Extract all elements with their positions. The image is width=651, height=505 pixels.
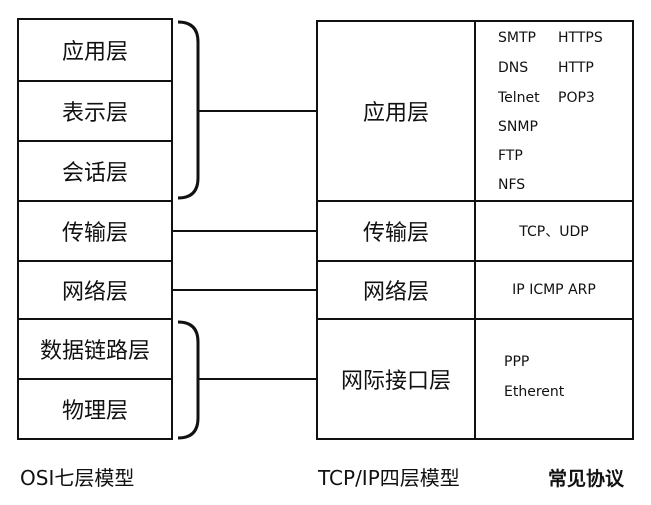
tcpip-layer-label: 应用层 [362, 101, 429, 126]
protocol-smtp: SMTP [498, 30, 536, 46]
connector-transport [173, 230, 318, 232]
protocol-ethernet: Etherent [504, 384, 565, 400]
protocol-dns: DNS [498, 60, 529, 76]
protocol-http: HTTP [558, 60, 594, 76]
connector-application [198, 110, 318, 112]
osi-layer-label: 应用层 [61, 40, 128, 65]
osi-layer-label: 网络层 [61, 280, 128, 305]
tcpip-layer-application: 应用层 [316, 20, 476, 202]
protocol-ip-icmp-arp: IP ICMP ARP [512, 282, 596, 298]
connector-network [173, 289, 318, 291]
protocol-snmp: SNMP [498, 119, 538, 135]
osi-layer-label: 传输层 [61, 221, 128, 246]
protocol-tcp-udp: TCP、UDP [519, 224, 589, 240]
protocols-caption: 常见协议 [548, 468, 625, 490]
osi-layer-label: 会话层 [61, 161, 128, 186]
osi-caption: OSI七层模型 [20, 466, 135, 490]
osi-layer-label: 数据链路层 [39, 339, 150, 364]
protocol-ppp: PPP [504, 354, 530, 370]
osi-layer-physical: 物理层 [17, 378, 173, 440]
tcpip-layer-label: 网际接口层 [340, 369, 451, 394]
osi-layer-label: 表示层 [61, 101, 128, 126]
protocols-network: IP ICMP ARP [474, 260, 634, 320]
tcpip-layer-transport: 传输层 [316, 200, 476, 262]
protocols-interface: PPP Etherent [474, 318, 634, 440]
tcpip-layer-label: 传输层 [362, 221, 429, 246]
protocol-nfs: NFS [498, 177, 526, 193]
tcpip-layer-network: 网络层 [316, 260, 476, 320]
tcpip-caption: TCP/IP四层模型 [318, 466, 460, 490]
osi-layer-data-link: 数据链路层 [17, 318, 173, 380]
protocol-pop3: POP3 [558, 90, 595, 106]
protocols-application: SMTP HTTPS DNS HTTP Telnet POP3 SNMP FTP… [474, 20, 634, 202]
tcpip-layer-label: 网络层 [362, 280, 429, 305]
protocol-https: HTTPS [558, 30, 603, 46]
protocol-telnet: Telnet [498, 90, 540, 106]
upper-group-bracket [177, 20, 200, 200]
connector-interface [198, 378, 318, 380]
lower-group-bracket [177, 320, 200, 440]
osi-layer-label: 物理层 [61, 399, 128, 424]
protocols-transport: TCP、UDP [474, 200, 634, 262]
tcpip-layer-interface: 网际接口层 [316, 318, 476, 440]
protocol-ftp: FTP [498, 148, 523, 164]
